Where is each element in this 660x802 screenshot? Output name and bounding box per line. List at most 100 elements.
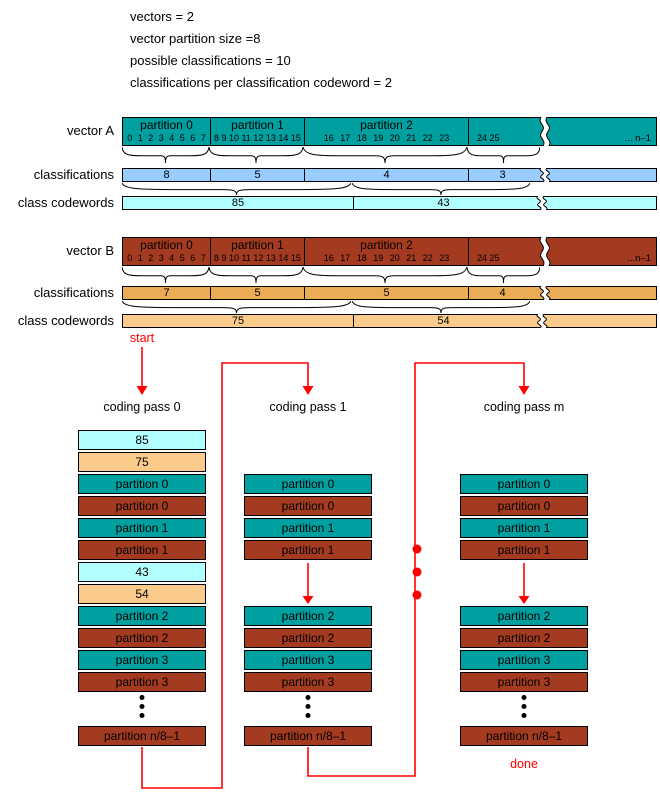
- arrowhead-icon: [518, 386, 530, 395]
- partition-indices: 0 1 2 3 4 5 6 7: [127, 133, 206, 143]
- flow-row: partition n/8–1: [244, 726, 372, 746]
- underbrace-icon: [303, 267, 467, 283]
- flow-row: partition 3: [460, 650, 588, 670]
- classification-value: 5: [210, 287, 304, 299]
- flow-row: partition 0: [244, 474, 372, 494]
- flow-row: partition 1: [244, 518, 372, 538]
- tear-break-icon: [536, 117, 556, 146]
- underbrace-icon: [122, 147, 209, 163]
- classifications-a-label: classifications: [33, 167, 114, 182]
- continuation-dot-icon: [412, 590, 422, 600]
- partition-label: partition 0: [140, 238, 193, 252]
- header-line: classifications per classification codew…: [130, 75, 392, 90]
- flow-row: partition 3: [244, 650, 372, 670]
- tear-break-icon: [536, 237, 556, 266]
- coding-pass-0-title: coding pass 0: [103, 400, 181, 414]
- start-label: start: [129, 331, 155, 345]
- vector-b-label: vector B: [66, 243, 114, 258]
- flow-row: partition 0: [244, 496, 372, 516]
- partition-label: partition 2: [360, 118, 413, 132]
- classifications-b-bar: 7 5 5 4: [122, 286, 657, 300]
- underbrace-icon: [352, 301, 530, 313]
- ellipsis-dots: [305, 695, 311, 718]
- flow-row: partition 0: [78, 474, 206, 494]
- underbrace-icon: [209, 147, 303, 163]
- vector-a-label: vector A: [67, 123, 114, 138]
- tear-break-icon: [536, 286, 556, 300]
- classification-value: 7: [163, 287, 170, 299]
- underbrace-icon: [122, 267, 209, 283]
- underbrace-icon: [303, 147, 467, 163]
- classifications-b-label: classifications: [33, 285, 114, 300]
- flow-row: partition 2: [244, 628, 372, 648]
- header-text-block: vectors = 2 vector partition size =8 pos…: [130, 6, 392, 94]
- codeword-value: 85: [231, 197, 245, 209]
- header-line: vector partition size =8: [130, 31, 261, 46]
- header-line: vectors = 2: [130, 9, 194, 24]
- flow-row: 54: [78, 584, 206, 604]
- underbrace-icon: [209, 267, 303, 283]
- flow-row: partition 3: [78, 650, 206, 670]
- flow-row: partition 2: [460, 606, 588, 626]
- flow-row: partition 1: [460, 518, 588, 538]
- vector-a-partition-1: partition 1 8 9 10 11 12 13 14 15: [210, 118, 304, 145]
- flow-row: partition 1: [460, 540, 588, 560]
- partition-label: partition 1: [231, 118, 284, 132]
- continuation-dot-icon: [412, 567, 422, 577]
- vector-b-partition-3: 24 25: [468, 238, 541, 265]
- partition-label: partition 2: [360, 238, 413, 252]
- flow-row: 75: [78, 452, 206, 472]
- tear-break-icon: [533, 314, 553, 328]
- flow-row: partition 0: [460, 496, 588, 516]
- classification-value: 8: [163, 169, 170, 181]
- vector-a-bar: partition 0 0 1 2 3 4 5 6 7 partition 1 …: [122, 117, 657, 146]
- codewords-a-bar: 85 43: [122, 196, 657, 210]
- vector-a-partition-3: 24 25: [468, 118, 541, 145]
- underbrace-icon: [122, 183, 351, 195]
- partition-indices: 16 17 18 19 20 21 22 23: [323, 253, 450, 263]
- vector-b-partition-1: partition 1 8 9 10 11 12 13 14 15: [210, 238, 304, 265]
- underbrace-icon: [467, 147, 540, 163]
- flow-row: partition 3: [460, 672, 588, 692]
- header-line: possible classifications = 10: [130, 53, 291, 68]
- classification-value: 4: [468, 287, 536, 299]
- flow-row: partition 0: [78, 496, 206, 516]
- partition-indices: 16 17 18 19 20 21 22 23: [323, 133, 450, 143]
- partition-label: partition 1: [231, 238, 284, 252]
- classifications-a-bar: 8 5 4 3: [122, 168, 657, 182]
- codewords-b-bar: 75 54: [122, 314, 657, 328]
- flow-row: partition n/8–1: [460, 726, 588, 746]
- flow-row: partition 2: [244, 606, 372, 626]
- partition-indices: 8 9 10 11 12 13 14 15: [214, 253, 301, 263]
- arrowhead-icon: [302, 596, 314, 604]
- coding-pass-m-title: coding pass m: [483, 400, 565, 414]
- flow-row: partition 1: [78, 518, 206, 538]
- underbrace-icon: [352, 183, 530, 195]
- vector-b-tail: ...n–1: [627, 253, 651, 264]
- underbrace-icon: [122, 301, 351, 313]
- vector-a-partition-2: partition 2 16 17 18 19 20 21 22 23: [304, 118, 468, 145]
- classification-value: 5: [304, 287, 468, 299]
- codeword-value: 43: [353, 197, 533, 209]
- codewords-b-label: class codewords: [17, 313, 114, 328]
- partition-indices: 24 25: [477, 133, 500, 143]
- tear-break-icon: [536, 168, 556, 182]
- classification-value: 3: [468, 169, 536, 181]
- arrowhead-icon: [136, 386, 148, 395]
- vector-a-partition-0: partition 0 0 1 2 3 4 5 6 7: [123, 118, 210, 145]
- coding-pass-1-title: coding pass 1: [269, 400, 347, 414]
- continuation-dot-icon: [412, 544, 422, 554]
- classification-value: 5: [210, 169, 304, 181]
- arrowhead-icon: [302, 386, 314, 395]
- vector-b-bar: partition 0 0 1 2 3 4 5 6 7 partition 1 …: [122, 237, 657, 266]
- done-label: done: [510, 757, 538, 771]
- partition-label: partition 0: [140, 118, 193, 132]
- flow-row: partition 1: [78, 540, 206, 560]
- flow-row: partition 3: [244, 672, 372, 692]
- partition-indices: 0 1 2 3 4 5 6 7: [127, 253, 206, 263]
- flow-row: partition 0: [460, 474, 588, 494]
- flow-row: partition 1: [244, 540, 372, 560]
- flow-row: partition 3: [78, 672, 206, 692]
- underbrace-icon: [467, 267, 540, 283]
